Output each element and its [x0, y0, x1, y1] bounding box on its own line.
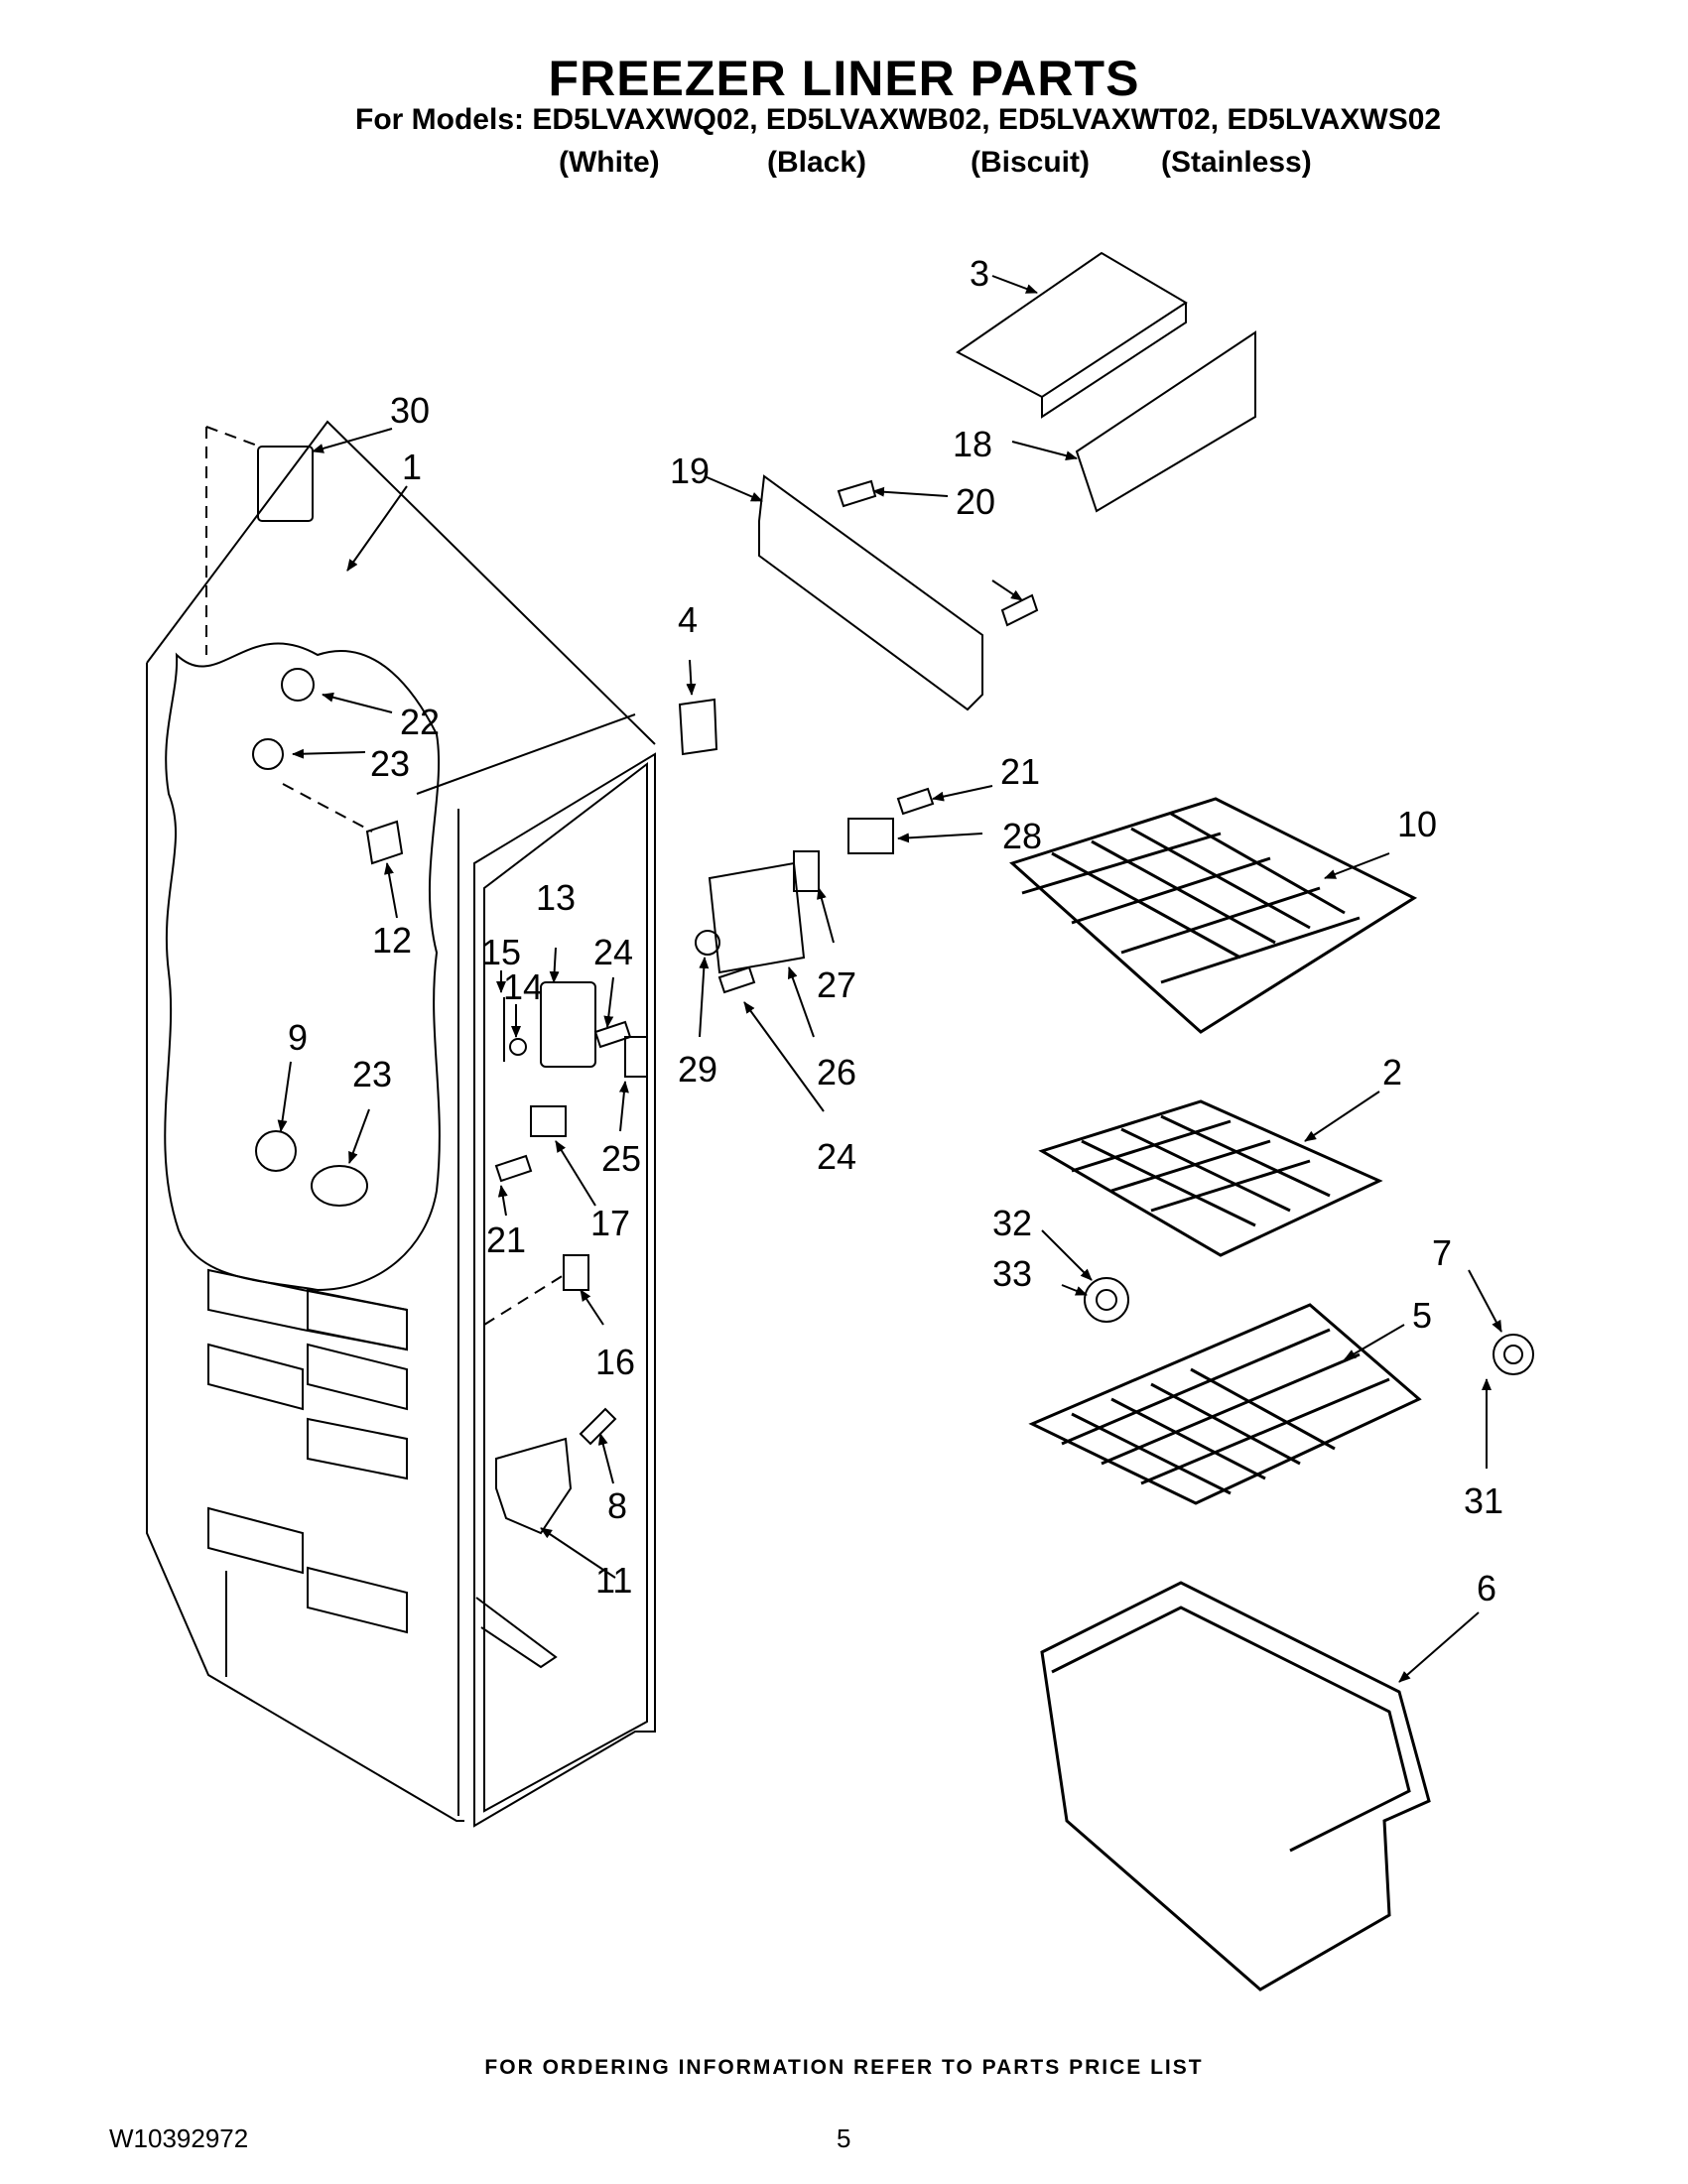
callout-7: 7	[1432, 1232, 1452, 1273]
callout-20: 20	[956, 481, 995, 522]
part-3-bracket	[956, 251, 1188, 419]
part-22-socket	[281, 668, 315, 702]
callout-2: 2	[1382, 1052, 1402, 1092]
part-9-socket	[255, 1130, 297, 1172]
part-27-tab	[793, 850, 820, 892]
callout-21-right: 21	[1000, 751, 1040, 792]
part-19-bracket	[758, 474, 983, 711]
part-4-clip	[678, 698, 718, 756]
part-11-duct	[495, 1437, 573, 1535]
part-28-board	[847, 818, 894, 854]
callout-6: 6	[1477, 1568, 1496, 1608]
upper-components	[678, 251, 1256, 994]
callout-28: 28	[1002, 816, 1042, 856]
callout-3: 3	[970, 253, 989, 294]
callout-26: 26	[817, 1052, 856, 1092]
part-23-bulb-upper	[252, 738, 284, 770]
callout-27: 27	[817, 964, 856, 1005]
part-20-screw-a	[837, 479, 877, 508]
part-7-31-support	[1493, 1334, 1534, 1375]
callout-32: 32	[992, 1203, 1032, 1243]
part-21-screw-lower	[494, 1154, 533, 1183]
callout-18: 18	[953, 424, 992, 464]
callout-17: 17	[590, 1203, 630, 1243]
part-29-knob	[695, 930, 720, 956]
callout-19: 19	[670, 450, 710, 491]
part-12-clip	[365, 820, 404, 865]
callout-labels: 30 1 22 23 12 13 15 14 24 9 23 21 17 25 …	[288, 253, 1503, 1608]
part-25-clip	[624, 1036, 648, 1078]
callout-4: 4	[678, 599, 698, 640]
page-title: FREEZER LINER PARTS	[548, 51, 1140, 106]
part-27-housing	[708, 861, 806, 974]
wire-shelf-10	[1009, 797, 1418, 1034]
wire-shelf-5	[1028, 1303, 1422, 1505]
variant-white: (White)	[559, 146, 660, 179]
part-14-pin	[509, 1038, 527, 1056]
callout-23-lower: 23	[352, 1054, 392, 1094]
callout-31: 31	[1464, 1480, 1503, 1521]
part-30-bracket	[257, 446, 314, 522]
liner-components	[205, 426, 648, 1535]
wire-shelf-2	[1038, 1099, 1383, 1257]
callout-33: 33	[992, 1253, 1032, 1294]
callout-5: 5	[1412, 1295, 1432, 1336]
variant-biscuit: (Biscuit)	[971, 146, 1090, 179]
freezer-liner-cabinet	[146, 420, 656, 1828]
callout-22: 22	[400, 702, 440, 742]
leader-lines	[277, 275, 1502, 1683]
part-16-switch	[563, 1254, 589, 1291]
callout-14: 14	[503, 966, 543, 1007]
callout-13: 13	[536, 877, 576, 918]
part-21-screw-upper	[896, 787, 935, 816]
callout-12: 12	[372, 920, 412, 961]
part-8-screw	[579, 1407, 617, 1446]
callout-1: 1	[402, 447, 422, 487]
ordering-note: FOR ORDERING INFORMATION REFER TO PARTS …	[484, 2056, 1204, 2079]
part-17-plate	[530, 1105, 567, 1137]
document-number: W10392972	[109, 2123, 249, 2153]
callout-15: 15	[481, 932, 521, 972]
variant-black: (Black)	[767, 146, 867, 179]
part-23-bulb-lower	[311, 1165, 368, 1207]
callout-10: 10	[1397, 804, 1437, 844]
callout-29: 29	[678, 1049, 717, 1090]
part-24-screw-lower	[717, 965, 756, 994]
callout-21-left: 21	[486, 1220, 526, 1260]
callout-24-right: 24	[817, 1136, 856, 1177]
callout-8: 8	[607, 1485, 627, 1526]
callout-11: 11	[595, 1560, 632, 1601]
callout-25: 25	[601, 1138, 641, 1179]
part-13-housing	[540, 981, 596, 1068]
part-6-freezer-bin	[1040, 1581, 1431, 1991]
callout-30: 30	[390, 390, 430, 431]
callout-23-upper: 23	[370, 743, 410, 784]
part-32-33-support	[1084, 1277, 1129, 1323]
part-18-cover	[1075, 330, 1256, 513]
callout-16: 16	[595, 1342, 635, 1382]
variant-stainless: (Stainless)	[1161, 146, 1312, 179]
models-line: For Models: ED5LVAXWQ02, ED5LVAXWB02, ED…	[355, 103, 1442, 136]
page-number: 5	[837, 2123, 851, 2153]
callout-9: 9	[288, 1017, 308, 1058]
shelf-supports	[1084, 1277, 1534, 1375]
callout-24-left: 24	[593, 932, 633, 972]
